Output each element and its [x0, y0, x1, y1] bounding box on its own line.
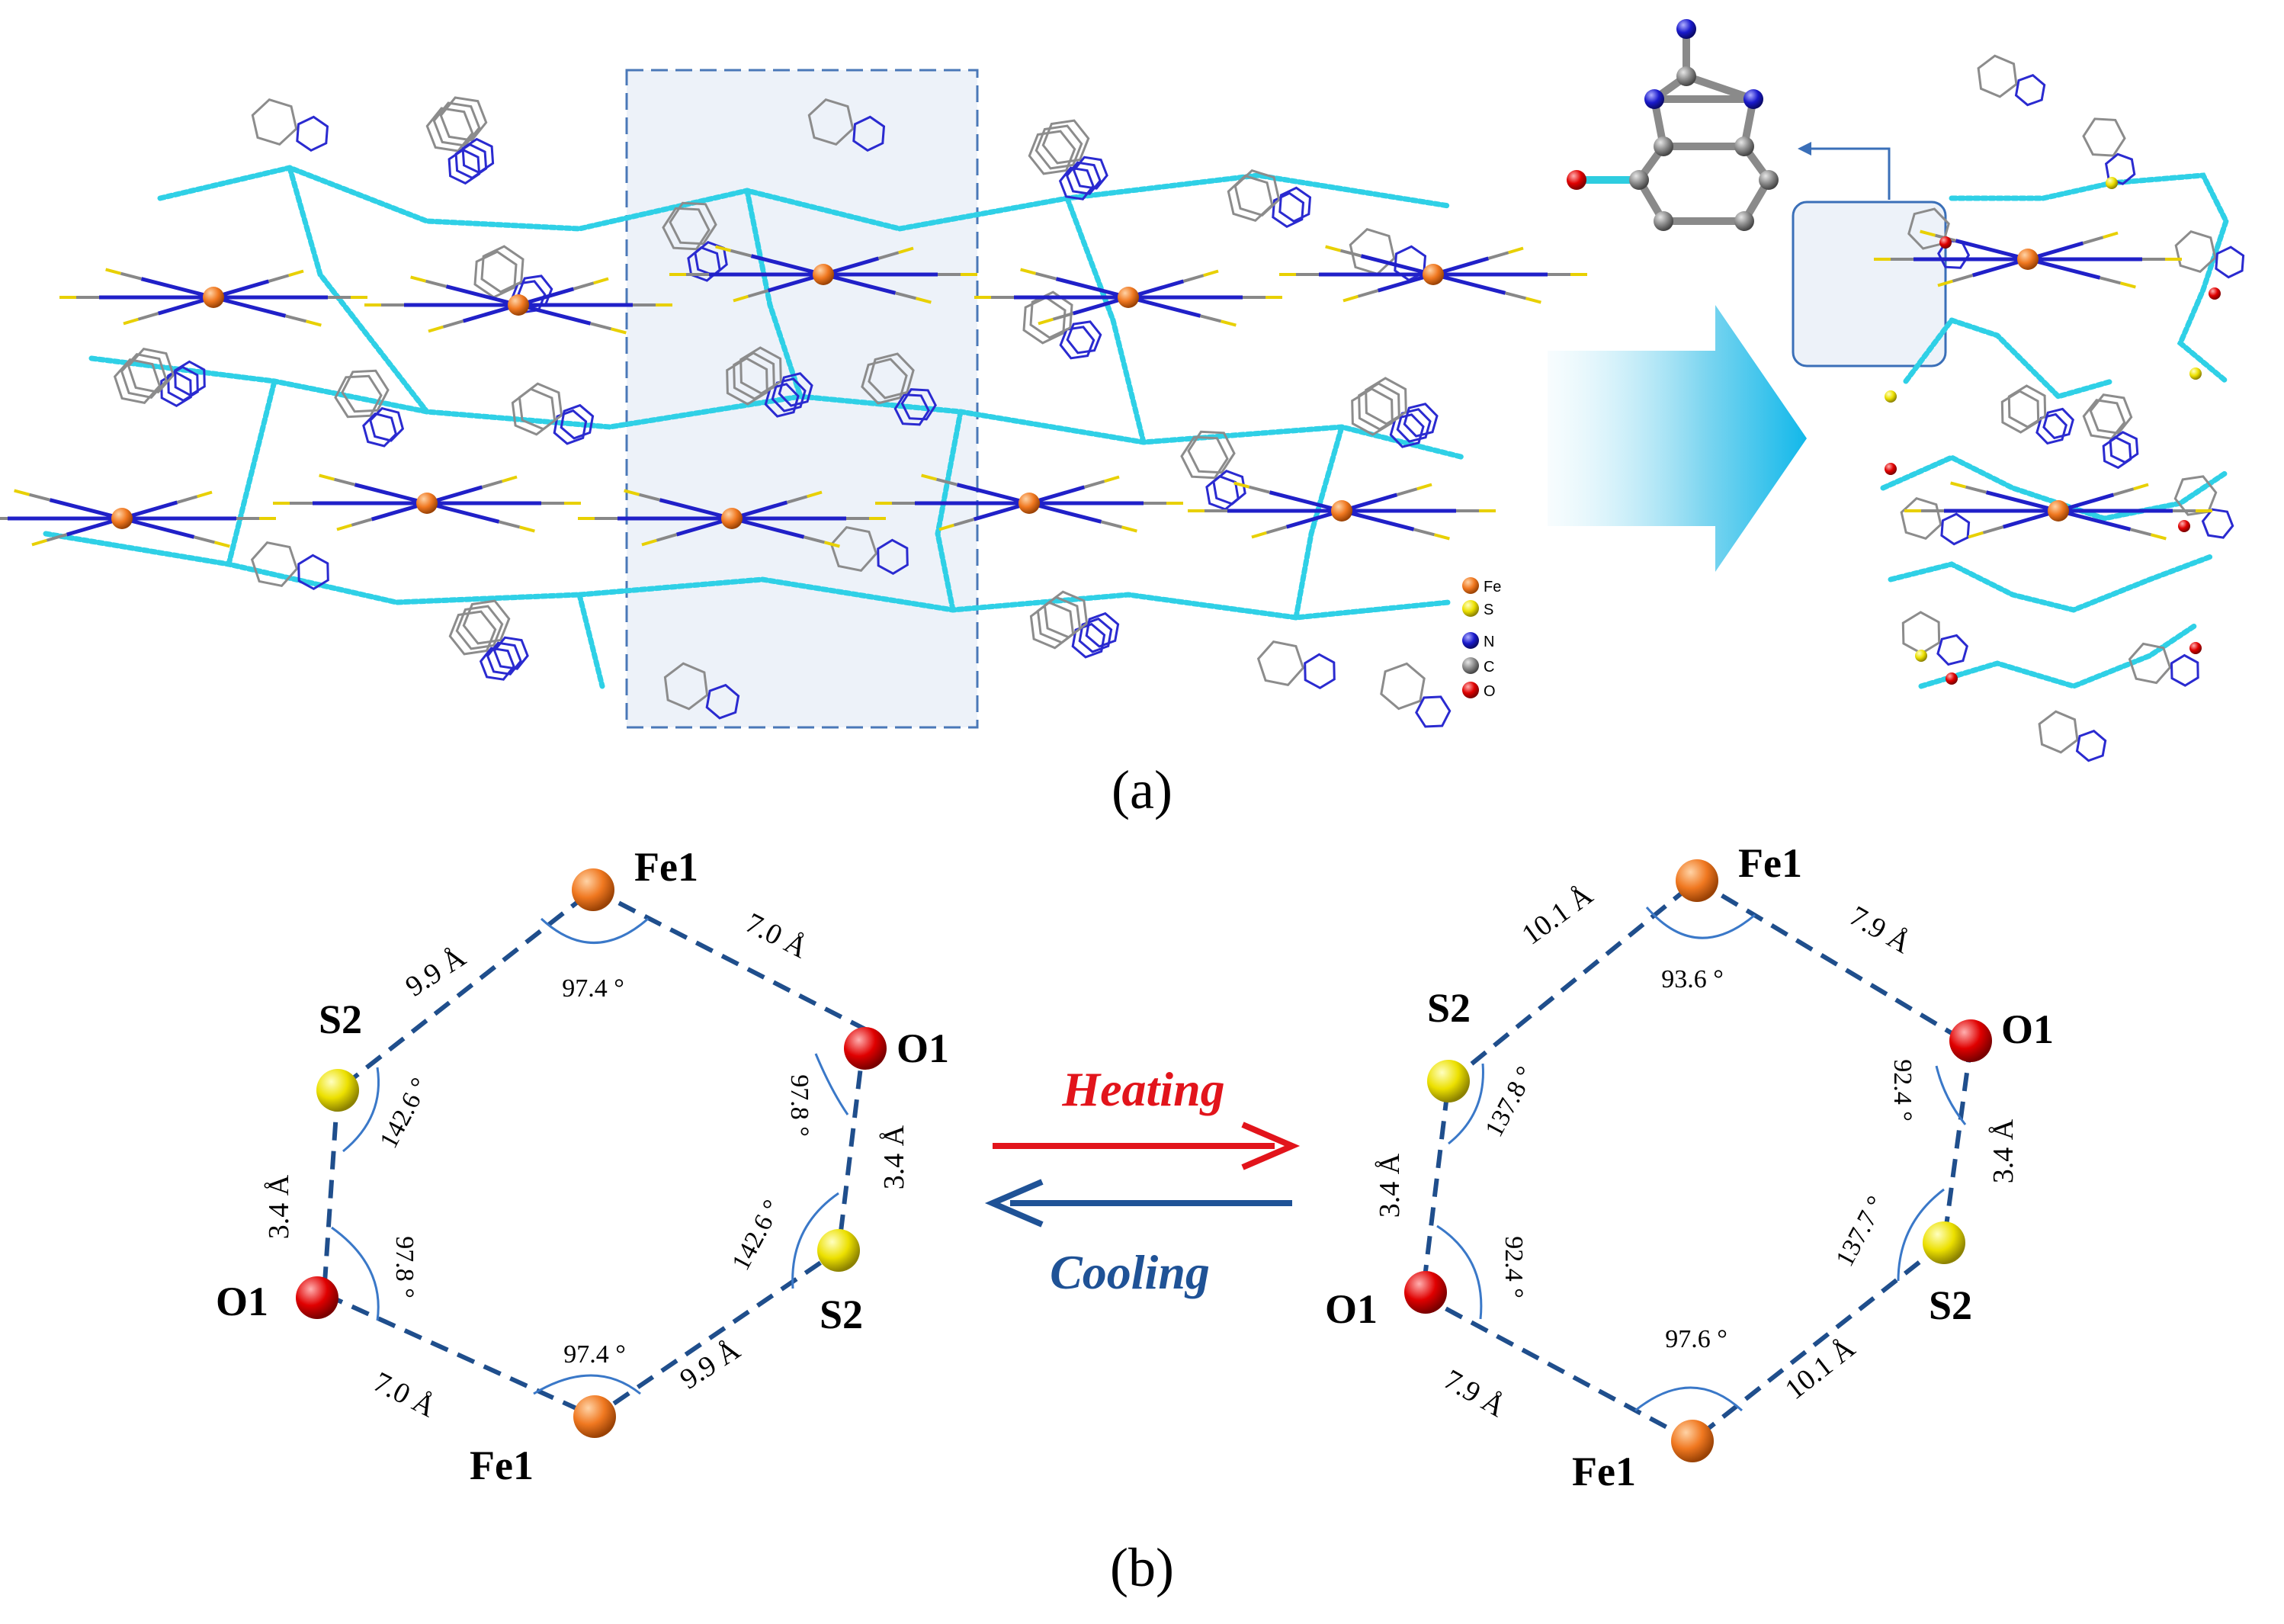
distance-fe-s-bottom: 9.9 Å [675, 1334, 746, 1396]
angle-s-left: 142.6 ° [374, 1074, 435, 1153]
distance-o-fe-bottom: 7.9 Å [1439, 1363, 1511, 1423]
angle-o-left: 97.8 ° [390, 1236, 419, 1298]
ring-after-heating: Fe1 O1 S2 Fe1 O1 S2 10.1 Å 7.9 Å 3.4 Å 3… [1325, 840, 2054, 1494]
panel-b-caption: (b) [1110, 1537, 1174, 1598]
angle-o-left: 92.4 ° [1500, 1236, 1528, 1298]
s-atom-left [1427, 1060, 1470, 1102]
angle-fe-top: 93.6 ° [1661, 965, 1724, 993]
atom-label-s-right: S2 [1929, 1282, 1972, 1328]
s-atom-right [817, 1229, 860, 1272]
angle-s-left: 137.8 ° [1480, 1062, 1540, 1141]
distance-o-s-right: 3.4 Å [878, 1125, 910, 1189]
distance-s-o-left: 3.4 Å [1374, 1153, 1406, 1218]
distance-fe-o-top: 7.0 Å [740, 907, 813, 964]
legend-item-n: N [1462, 632, 1494, 650]
distance-o-s-right: 3.4 Å [1987, 1119, 2019, 1183]
angle-o-right: 92.4 ° [1888, 1059, 1917, 1122]
hydrogen-bonded-ring-detail [1874, 54, 2245, 762]
legend-item-s: S [1462, 600, 1493, 618]
zoom-box [1792, 201, 1947, 367]
heating-cooling-arrows: Heating Cooling [984, 1062, 1301, 1299]
angle-fe-bottom: 97.4 ° [563, 1340, 626, 1369]
atom-label-fe-bottom: Fe1 [470, 1443, 534, 1488]
svg-text:S: S [1484, 602, 1493, 618]
svg-text:Fe: Fe [1484, 579, 1501, 595]
ligand-ball-and-stick-model [1567, 19, 1779, 231]
transition-arrow [1548, 305, 1807, 572]
o-atom-right [1949, 1019, 1992, 1062]
panel-b-ring-geometry: Fe1 O1 S2 Fe1 O1 S2 9.9 Å 7.0 Å 3.4 Å 3.… [216, 840, 2054, 1598]
angle-o-right: 97.8 ° [785, 1074, 813, 1137]
crystal-packing-network [0, 96, 1587, 728]
angle-s-right: 137.7 ° [1830, 1192, 1891, 1271]
atom-label-o-left: O1 [216, 1279, 268, 1324]
angle-s-right: 142.6 ° [727, 1196, 787, 1275]
s-atom-right [1923, 1221, 1965, 1264]
fe-atom-bottom [1671, 1420, 1714, 1462]
angle-fe-bottom: 97.6 ° [1665, 1325, 1727, 1353]
legend-item-fe: Fe [1462, 577, 1501, 595]
atom-label-s-right: S2 [820, 1292, 863, 1337]
angle-fe-top: 97.4 ° [562, 974, 624, 1003]
atom-label-o-left: O1 [1325, 1286, 1378, 1332]
atom-label-fe-top: Fe1 [634, 844, 698, 890]
distance-fe-s-top: 10.1 Å [1516, 879, 1599, 952]
atom-label-o-right: O1 [2001, 1006, 2054, 1052]
heating-label: Heating [1061, 1062, 1224, 1116]
fe-atom-top [1676, 859, 1718, 902]
panel-a-caption: (a) [1112, 759, 1172, 820]
fe-atom-bottom [573, 1395, 616, 1438]
panel-a-crystal-packing: Fe S N C O (a) [0, 19, 2245, 820]
svg-text:C: C [1484, 659, 1494, 676]
o-atom-left [296, 1276, 338, 1319]
legend-item-c: C [1462, 657, 1494, 676]
distance-s-o-left: 3.4 Å [263, 1174, 295, 1239]
cooling-label: Cooling [1050, 1245, 1210, 1299]
s-atom-left [316, 1069, 359, 1112]
atom-label-fe-bottom: Fe1 [1572, 1449, 1636, 1494]
distance-fe-o-top: 7.9 Å [1844, 900, 1917, 960]
legend-item-o: O [1462, 682, 1496, 700]
zoom-pointer-line [1808, 147, 1891, 200]
atom-label-s-left: S2 [319, 997, 362, 1042]
atom-label-s-left: S2 [1427, 985, 1471, 1031]
atom-label-fe-top: Fe1 [1738, 840, 1802, 886]
atom-label-o-right: O1 [897, 1025, 949, 1071]
ring-before-heating: Fe1 O1 S2 Fe1 O1 S2 9.9 Å 7.0 Å 3.4 Å 3.… [216, 844, 949, 1488]
element-legend: Fe S N C O [1462, 577, 1501, 700]
svg-text:O: O [1484, 683, 1496, 700]
svg-text:N: N [1484, 634, 1494, 650]
distance-o-fe-bottom: 7.0 Å [368, 1366, 441, 1423]
o-atom-right [844, 1027, 887, 1070]
zoom-pointer-arrowhead [1798, 142, 1811, 156]
o-atom-left [1404, 1271, 1447, 1314]
fe-atom-top [572, 868, 614, 911]
